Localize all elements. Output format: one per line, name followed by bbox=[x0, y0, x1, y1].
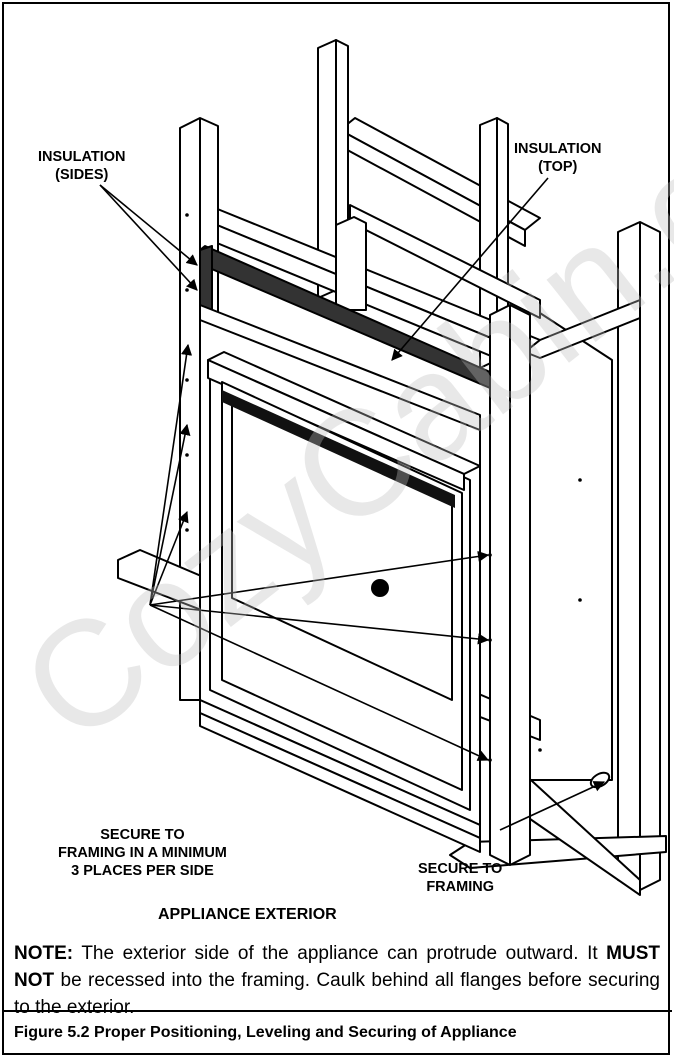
figure-caption: Figure 5.2 Proper Positioning, Leveling … bbox=[14, 1024, 517, 1041]
arrow-secure-4 bbox=[149, 550, 490, 606]
arrow-secure-5 bbox=[149, 604, 490, 645]
arrow-secure-1 bbox=[149, 343, 193, 606]
arrow-secure-framing bbox=[499, 781, 606, 831]
note-lead: NOTE: bbox=[14, 943, 74, 964]
label-appliance-exterior: APPLIANCE EXTERIOR bbox=[158, 906, 337, 923]
label-insulation-top: INSULATION (TOP) bbox=[514, 141, 602, 175]
gas-valve-knob bbox=[371, 579, 389, 597]
arrow-insulation-top bbox=[391, 177, 549, 361]
top-insulation-box bbox=[349, 204, 541, 319]
inner-post bbox=[335, 216, 367, 311]
label-secure-framing: SECURE TO FRAMING bbox=[418, 861, 503, 895]
arrow-secure-3 bbox=[149, 510, 189, 606]
note-paragraph: NOTE: The exterior side of the appliance… bbox=[14, 940, 660, 1021]
note-emphasis: MUST NOT bbox=[14, 943, 660, 991]
note-text-1: The exterior side of the appliance can p… bbox=[73, 943, 607, 964]
arrow-insulation-sides-2 bbox=[99, 184, 198, 291]
label-secure-places: SECURE TO FRAMING IN A MINIMUM 3 PLACES … bbox=[58, 827, 227, 879]
caption-divider bbox=[2, 1010, 672, 1012]
arrow-insulation-sides-1 bbox=[99, 184, 198, 266]
arrow-secure-6 bbox=[149, 604, 490, 761]
back-top-beam bbox=[339, 117, 541, 231]
arrow-secure-2 bbox=[149, 423, 191, 606]
note-text-2: be recessed into the framing. Caulk behi… bbox=[14, 970, 660, 1018]
label-insulation-sides: INSULATION (SIDES) bbox=[38, 149, 126, 183]
